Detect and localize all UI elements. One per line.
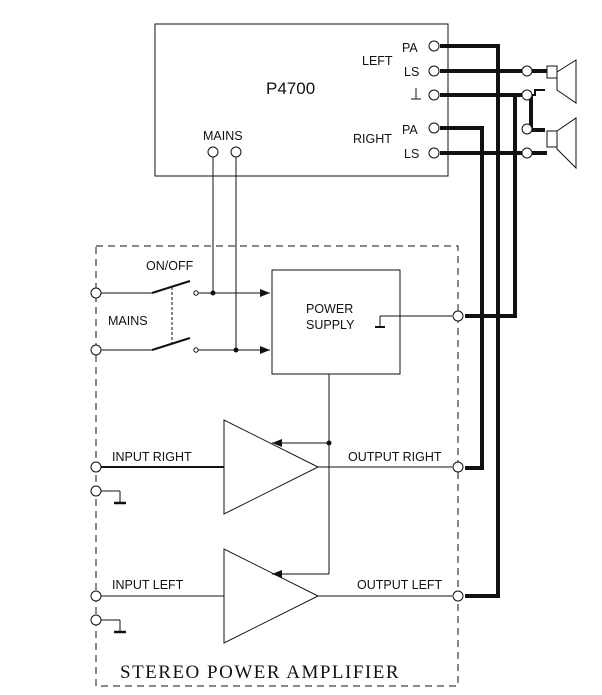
switch-icon <box>101 280 270 354</box>
input-left-terminal <box>90 590 102 602</box>
amplifier-unit: STEREO POWER AMPLIFIER ON/OFF MAINS POWE… <box>90 157 464 687</box>
ground-terminal <box>428 89 440 101</box>
input-left-label: INPUT LEFT <box>112 578 184 592</box>
ground-icon <box>101 619 126 634</box>
speaker-right-terminal <box>521 147 533 159</box>
mains-input-label: MAINS <box>108 314 148 328</box>
output-right-terminal <box>452 461 464 473</box>
input-right-label: INPUT RIGHT <box>112 450 192 464</box>
left-ls-terminal <box>428 65 440 77</box>
input-left-ground-terminal <box>90 614 102 626</box>
right-pa-terminal <box>428 122 440 134</box>
left-label: LEFT <box>362 54 393 68</box>
power-supply-box <box>271 269 401 375</box>
right-label: RIGHT <box>353 132 392 146</box>
right-ls-label: LS <box>404 147 419 161</box>
amp-ground-terminal <box>452 310 464 322</box>
on-off-label: ON/OFF <box>146 259 194 273</box>
output-right-label: OUTPUT RIGHT <box>348 450 442 464</box>
p4700-unit: P4700 LEFT PA LS RIGHT PA LS MAINS <box>154 23 449 177</box>
output-left-label: OUTPUT LEFT <box>357 578 443 592</box>
amplifier-triangle-icon <box>223 419 320 515</box>
mains-terminal-1 <box>90 287 102 299</box>
speaker-left-terminal <box>521 65 533 77</box>
ground-icon <box>375 315 452 328</box>
left-ls-label: LS <box>404 65 419 79</box>
amplifier-triangle-icon <box>223 548 320 644</box>
p4700-mains-label: MAINS <box>203 129 243 143</box>
speaker-wiring <box>440 44 547 598</box>
left-pa-label: PA <box>402 41 418 55</box>
p4700-mains-terminal-2 <box>230 146 242 158</box>
left-pa-terminal <box>428 40 440 52</box>
output-left-terminal <box>452 590 464 602</box>
p4700-title: P4700 <box>266 79 315 98</box>
right-pa-label: PA <box>402 123 418 137</box>
amplifier-caption: STEREO POWER AMPLIFIER <box>120 662 400 683</box>
p4700-box <box>154 23 449 177</box>
input-right-terminal <box>90 461 102 473</box>
speaker-icon <box>546 117 577 170</box>
speaker-icon <box>546 59 577 104</box>
mains-terminal-2 <box>90 344 102 356</box>
p4700-mains-terminal-1 <box>207 146 219 158</box>
ground-icon <box>101 490 126 505</box>
right-ls-terminal <box>428 147 440 159</box>
speaker-left-ground-terminal <box>521 89 533 101</box>
power-supply-label-2: SUPPLY <box>306 318 355 332</box>
speaker-right-ground-terminal <box>521 123 533 135</box>
ground-icon <box>411 88 421 100</box>
input-right-ground-terminal <box>90 485 102 497</box>
power-supply-label-1: POWER <box>306 302 353 316</box>
